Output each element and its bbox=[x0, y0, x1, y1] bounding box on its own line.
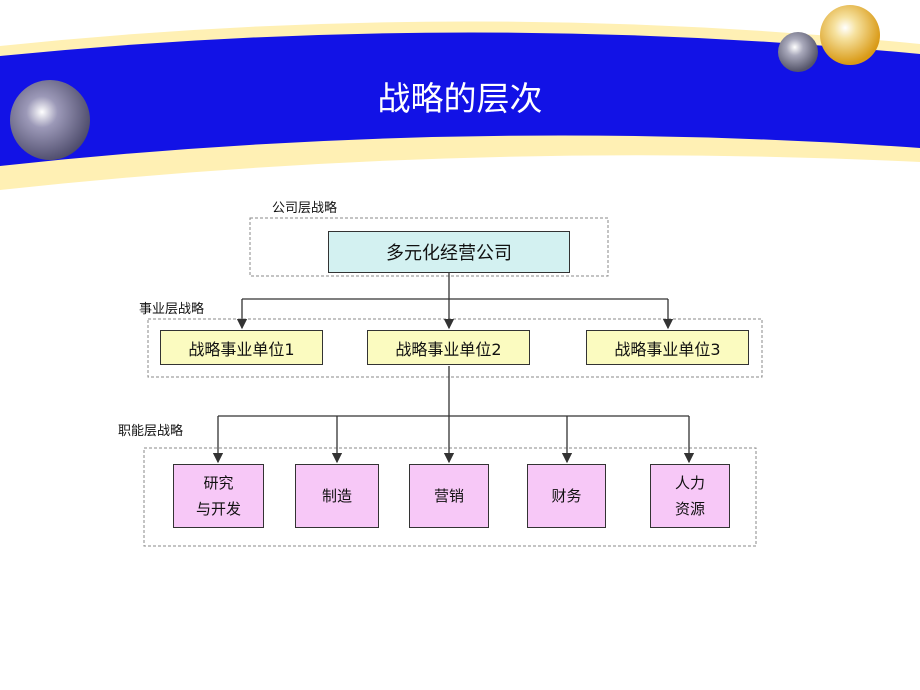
functional-level-label: 职能层战略 bbox=[118, 424, 184, 439]
function-box-hr: 人力资源 bbox=[650, 464, 730, 528]
business-unit-3: 战略事业单位3 bbox=[586, 330, 749, 365]
banner-band bbox=[0, 32, 920, 168]
header-banner bbox=[0, 5, 920, 190]
slide-title: 战略的层次 bbox=[377, 79, 543, 118]
function-box-finance: 财务 bbox=[527, 464, 606, 528]
banner-trim-bottom bbox=[0, 135, 920, 190]
function-box-rnd: 研究与开发 bbox=[173, 464, 264, 528]
function-label-line2: 与开发 bbox=[195, 500, 241, 518]
function-label-line1: 人力 bbox=[674, 474, 705, 492]
corporate-box: 多元化经营公司 bbox=[328, 231, 570, 273]
decor-orb-gold bbox=[820, 5, 880, 65]
functional-level-frame bbox=[143, 447, 757, 547]
function-box-marketing: 营销 bbox=[409, 464, 489, 528]
function-label-line1: 财务 bbox=[551, 487, 582, 505]
function-box-manufacturing: 制造 bbox=[295, 464, 379, 528]
corporate-level-frame bbox=[249, 217, 609, 277]
corporate-level-label: 公司层战略 bbox=[272, 201, 338, 216]
function-label-line1: 营销 bbox=[433, 487, 464, 505]
business-level-frame bbox=[147, 318, 763, 378]
decor-orb-gray bbox=[778, 32, 818, 72]
business-unit-1: 战略事业单位1 bbox=[160, 330, 323, 365]
business-level-label: 事业层战略 bbox=[139, 302, 205, 317]
function-label-line1: 制造 bbox=[321, 487, 352, 505]
decor-orb-left bbox=[10, 80, 90, 160]
business-unit-2: 战略事业单位2 bbox=[367, 330, 530, 365]
function-label-line1: 研究 bbox=[203, 474, 234, 492]
function-label-line2: 资源 bbox=[674, 500, 705, 518]
